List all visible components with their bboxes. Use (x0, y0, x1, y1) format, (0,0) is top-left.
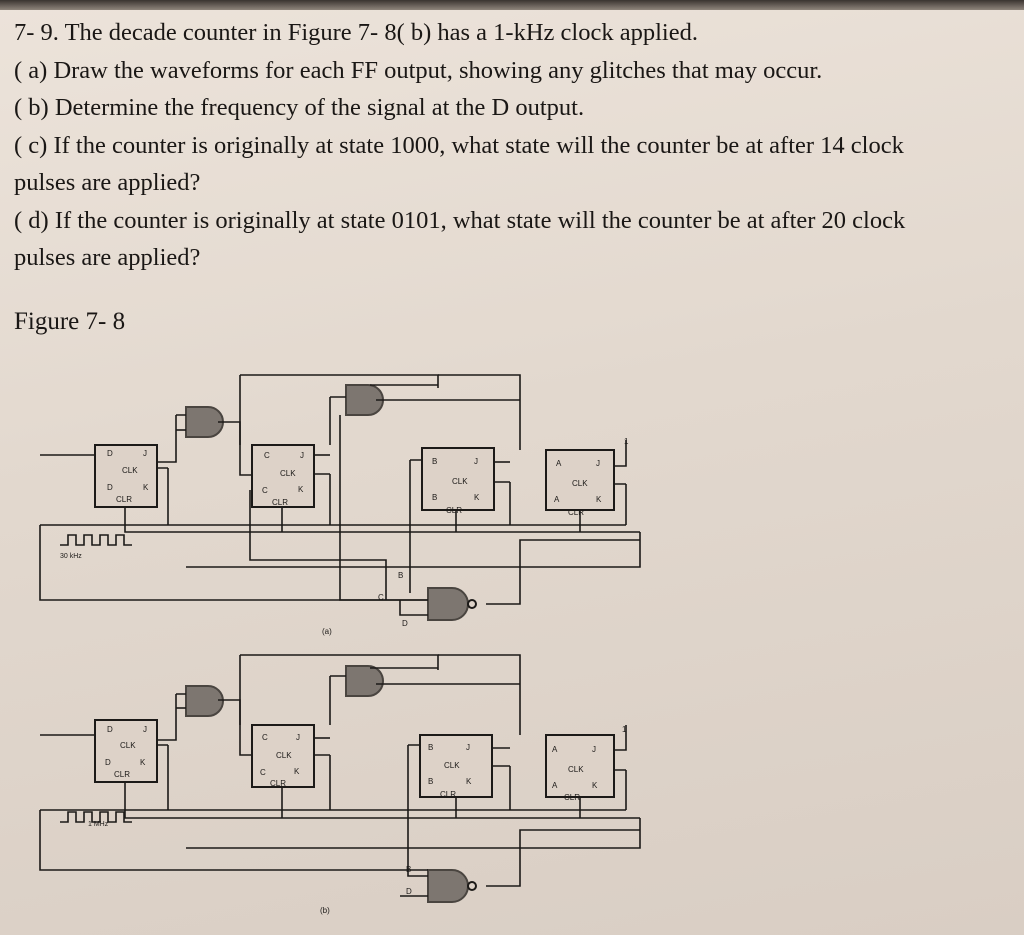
wiring-b (39, 654, 641, 897)
ff-d-a-q-label: D (107, 449, 113, 458)
nand-bubble-a (467, 599, 477, 609)
ff-a-a-qbar-label: A (554, 495, 560, 504)
ff-a-b-q-label: A (552, 745, 558, 754)
ff-b-b-q-label: B (428, 743, 433, 752)
ff-a-a-q-label: A (556, 459, 562, 468)
nand-input-b-b: B (406, 865, 411, 874)
ff-b-b-j-label: J (466, 743, 470, 752)
ff-a-a-clr-label: CLR (568, 508, 584, 517)
ff-b-a-qbar-label: B (432, 493, 437, 502)
nand-input-d-b: D (406, 887, 412, 896)
circuit-figure: D J CLK D K CLR C J CLK C K CLR B J CLK … (39, 374, 641, 915)
flip-flop-d-b (94, 719, 158, 783)
nand-gate-b (427, 869, 469, 903)
clock-label-b: 1 MHz (88, 821, 109, 828)
ff-d-b-k-label: K (140, 758, 146, 767)
ff-b-a-clk-label: CLK (452, 477, 468, 486)
ff-a-a-j-label: J (596, 459, 600, 468)
ff-d-a-qbar-label: D (107, 483, 113, 492)
ff-b-a-k-label: K (474, 493, 480, 502)
flip-flop-a-b (545, 734, 615, 798)
ff-b-b-k-label: K (466, 777, 472, 786)
ff-d-b-clk-label: CLK (120, 741, 136, 750)
flip-flop-a-a (545, 449, 615, 511)
nand-bubble-b (467, 881, 477, 891)
ff-d-b-clr-label: CLR (114, 770, 130, 779)
ff-b-a-clr-label: CLR (446, 506, 462, 515)
ff-a-b-clk-label: CLK (568, 765, 584, 774)
figure-caption: Figure 7- 8 (14, 308, 126, 335)
nand-input-b-a: B (398, 571, 403, 580)
ff-c-b-qbar-label: C (260, 768, 266, 777)
and-gate-1-a (185, 406, 224, 438)
ff-a-b-j-label: J (592, 745, 596, 754)
ff-c-a-clr-label: CLR (272, 498, 288, 507)
ff-c-b-k-label: K (294, 767, 300, 776)
circuit-b: D J CLK D K CLR C J CLK C K CLR B J CLK … (39, 654, 641, 915)
ff-c-a-clk-label: CLK (280, 469, 296, 478)
part-a: ( a) Draw the waveforms for each FF outp… (14, 56, 823, 84)
ff-c-a-j-label: J (300, 451, 304, 460)
part-c: ( c) If the counter is originally at sta… (14, 127, 1019, 202)
flip-flop-c-b (251, 724, 315, 788)
ff-d-a-clk-label: CLK (122, 466, 138, 475)
part-c-line2: pulses are applied? (14, 169, 201, 196)
wiring-a (39, 374, 641, 616)
clock-label-a: 30 kHz (60, 553, 82, 560)
flip-flop-c-a (251, 444, 315, 508)
ff-b-a-j-label: J (474, 457, 478, 466)
ff-c-a-q-label: C (264, 451, 270, 460)
ff-d-b-q-label: D (107, 725, 113, 734)
nand-input-c-a: C (378, 593, 384, 602)
circuit-a: D J CLK D K CLR C J CLK C K CLR B J CLK … (39, 374, 641, 636)
flip-flop-b-a (421, 447, 495, 511)
clock-waveform-b (60, 811, 132, 823)
ff-b-b-clk-label: CLK (444, 761, 460, 770)
ff-c-a-qbar-label: C (262, 486, 268, 495)
and-gate-2-b (345, 665, 384, 697)
ff-a-a-clk-label: CLK (572, 479, 588, 488)
ff-c-b-clr-label: CLR (270, 779, 286, 788)
nand-gate-a (427, 587, 469, 621)
problem-title: 7- 9. The decade counter in Figure 7- 8(… (14, 19, 698, 46)
part-d-line1: ( d) If the counter is originally at sta… (14, 206, 906, 234)
ff-d-b-qbar-label: D (105, 758, 111, 767)
part-b: ( b) Determine the frequency of the sign… (14, 94, 585, 121)
ff-a-b-qbar-label: A (552, 781, 558, 790)
ff-d-b-j-label: J (143, 725, 147, 734)
clock-waveform-a (60, 534, 132, 546)
ff-d-a-clr-label: CLR (116, 495, 132, 504)
ff-c-b-j-label: J (296, 733, 300, 742)
ff-c-b-q-label: C (262, 733, 268, 742)
part-d: ( d) If the counter is originally at sta… (14, 202, 1019, 277)
ff-b-a-q-label: B (432, 457, 437, 466)
ff-b-b-qbar-label: B (428, 777, 433, 786)
high-input-b: 1 (622, 725, 627, 734)
nand-input-d-a: D (402, 619, 408, 628)
and-gate-1-b (185, 685, 224, 717)
page-top-shadow (0, 0, 1024, 10)
flip-flop-d-a (94, 444, 158, 508)
part-d-line2: pulses are applied? (14, 244, 201, 271)
ff-c-b-clk-label: CLK (276, 751, 292, 760)
ff-d-a-k-label: K (143, 483, 149, 492)
high-input-a: 1 (624, 437, 629, 446)
part-c-line1: ( c) If the counter is originally at sta… (14, 131, 904, 159)
sub-label-a: (a) (322, 627, 332, 636)
ff-a-a-k-label: K (596, 495, 602, 504)
problem-statement: 7- 9. The decade counter in Figure 7- 8(… (14, 14, 1019, 277)
ff-a-b-k-label: K (592, 781, 598, 790)
ff-b-b-clr-label: CLR (440, 790, 456, 799)
ff-a-b-clr-label: CLR (564, 793, 580, 802)
sub-label-b: (b) (320, 906, 330, 915)
ff-c-a-k-label: K (298, 485, 304, 494)
ff-d-a-j-label: J (143, 449, 147, 458)
